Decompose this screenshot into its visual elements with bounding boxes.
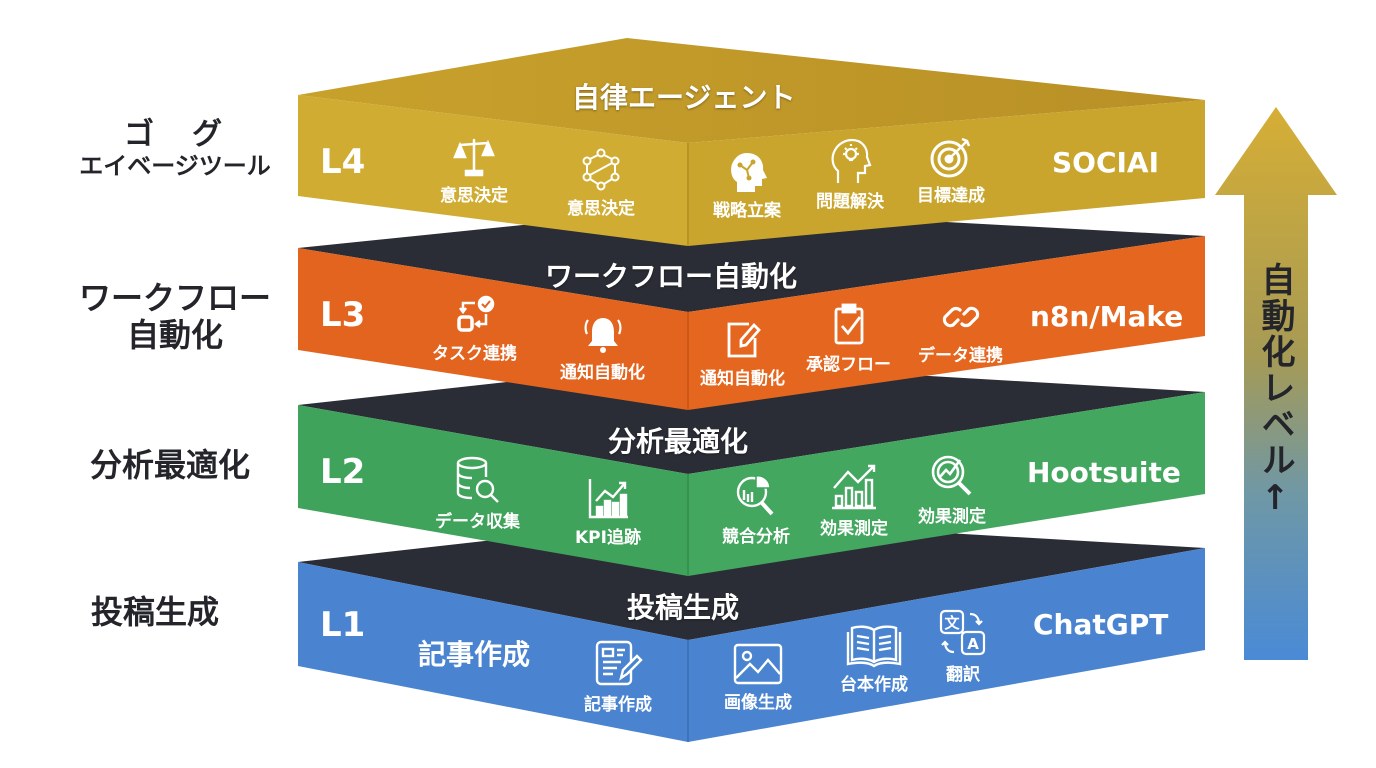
l2-item-bar-chart: KPI追跡 [575,475,641,548]
database-search-icon [456,456,499,503]
layer-l2-title: 分析最適化 [608,425,749,458]
l4-item-label: 意思決定 [567,199,635,219]
l3-item-edit: 通知自動化 [700,318,785,389]
book-icon [846,625,902,668]
l3-item-task-sync: タスク連携 [432,295,517,364]
layer-l3-level: L3 [320,295,366,335]
side-label-l4-line1: ゴ グ [124,117,226,152]
edit-icon [727,322,761,358]
layer-l4-slab [298,38,1205,246]
side-label-l4-line2: エイベージツール [79,151,271,180]
l2-item-database-search: データ収集 [435,455,520,532]
side-label-l2-line1: 分析最適化 [89,446,250,484]
layer-l1-title: 投稿生成 [627,591,740,624]
layer-l2-level: L2 [320,452,366,492]
l3-item-bell: 通知自動化 [560,312,645,383]
automation-level-arrow [1215,107,1337,660]
l4-item-label: 意思決定 [440,186,508,206]
layer-l4-title: 自律エージェント [572,81,796,114]
l3-item-label: タスク連携 [432,344,517,364]
l2-item-growth-chart: 効果測定 [820,462,888,539]
bell-icon [584,318,621,353]
magnifier-trend-icon [931,455,972,496]
layer-l3-title: ワークフロー自動化 [545,260,798,293]
l2-item-label: データ収集 [435,512,520,532]
l4-item-head-lightbulb: 問題解決 [816,137,884,212]
layer-l4-level: L4 [320,142,366,182]
l2-item-magnifier-trend: 効果測定 [918,452,986,527]
clipboard-check-icon [834,303,863,345]
side-label-l3-line1: ワークフロー [78,279,271,317]
svg-text:文: 文 [944,614,960,632]
pie-search-icon [736,475,774,516]
layer-l4-tool: SOCIAI [1052,146,1160,179]
l4-item-head-network: 戦略立案 [713,150,781,221]
side-label-l4: ゴ グ エイベージツール [60,117,290,180]
l1-item-book: 台本作成 [840,622,908,695]
l1-item-label: 台本作成 [840,675,908,695]
l1-item-label: 記事作成 [584,695,652,715]
l4-item-label: 問題解決 [816,192,884,212]
side-label-l3-line2: 自動化 [126,315,223,354]
l4-item-scales: 意思決定 [440,135,508,206]
l1-item-translate: 文 A 翻訳 [938,608,988,685]
l4-item-target: 目標達成 [917,135,985,206]
layer-l2-tool: Hootsuite [1027,456,1181,489]
head-lightbulb-icon [831,138,872,183]
l4-item-label: 目標達成 [917,186,985,206]
side-label-l1-line1: 投稿生成 [90,593,219,631]
l3-item-label: 通知自動化 [560,363,645,383]
l3-item-label: 承認フロー [806,355,891,375]
l2-item-label: 効果測定 [918,507,986,527]
l2-item-label: 効果測定 [820,519,888,539]
layer-l1-tool: ChatGPT [1033,608,1169,641]
l2-item-pie-search: 競合分析 [722,472,790,547]
task-sync-icon [456,295,494,332]
automation-level-label: 自動化レベル↑ [1255,262,1295,520]
l2-item-label: 競合分析 [722,527,790,547]
layer-l1-level: L1 [320,605,366,645]
bar-chart-icon [588,479,628,519]
translate-icon: 文 A [939,609,986,656]
l1-item-image: 画像生成 [724,642,792,713]
l1-item-label: 画像生成 [724,693,792,713]
head-network-icon [731,153,767,192]
link-icon [942,306,979,328]
l1-item-document-pen: 記事作成 [584,638,652,715]
layer-l3-tool: n8n/Make [1030,300,1184,333]
l4-item-network: 意思決定 [567,148,635,219]
l3-item-label: データ連携 [918,346,1003,366]
image-icon [733,643,783,685]
svg-text:A: A [967,635,979,653]
l4-item-label: 戦略立案 [713,201,781,221]
l1-item-label: 翻訳 [946,665,980,685]
l2-item-label: KPI追跡 [575,528,641,548]
l3-item-link: データ連携 [918,295,1003,366]
scales-icon [453,138,495,177]
side-label-l3: ワークフロー 自動化 [55,280,295,354]
target-icon [930,137,971,178]
side-label-l1: 投稿生成 [40,594,270,631]
layer-l1-big-label: 記事作成 [418,638,531,671]
growth-chart-icon [832,464,876,510]
side-label-l2: 分析最適化 [55,447,285,484]
network-icon [582,148,620,191]
l3-item-label: 通知自動化 [700,369,785,389]
document-pen-icon [595,640,643,686]
l3-item-clipboard: 承認フロー [806,302,891,375]
